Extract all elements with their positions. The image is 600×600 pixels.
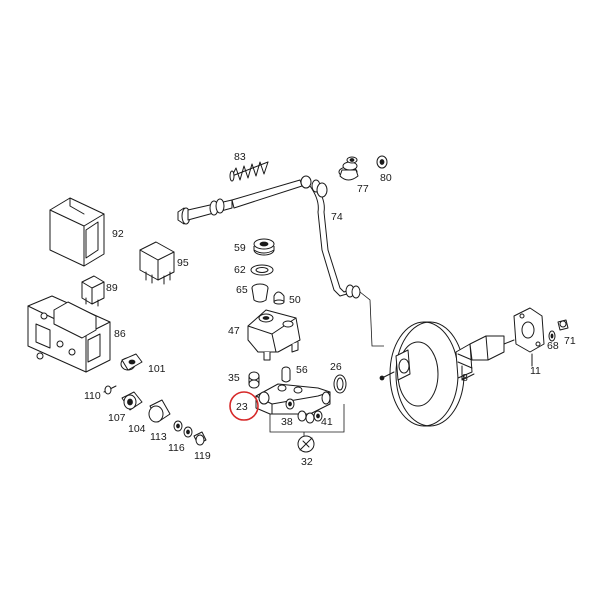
label-23[interactable]: 23 (236, 401, 248, 413)
label-110[interactable]: 110 (84, 390, 101, 402)
label-11[interactable]: 11 (530, 365, 541, 377)
relay-89[interactable] (81, 275, 105, 307)
label-89[interactable]: 89 (106, 282, 118, 294)
o-ring-26[interactable] (333, 374, 347, 394)
label-26[interactable]: 26 (330, 361, 342, 373)
label-68[interactable]: 68 (547, 340, 559, 352)
sleeve-104[interactable] (148, 399, 171, 423)
label-50[interactable]: 50 (289, 294, 301, 306)
label-65[interactable]: 65 (236, 284, 248, 296)
label-38[interactable]: 38 (281, 416, 293, 428)
relay-95[interactable] (139, 241, 175, 285)
strainer-65[interactable] (251, 283, 269, 303)
label-80[interactable]: 80 (380, 172, 392, 184)
label-71[interactable]: 71 (564, 335, 576, 347)
washer-68[interactable] (548, 330, 556, 342)
label-47[interactable]: 47 (228, 325, 240, 337)
seal-62[interactable] (250, 264, 274, 276)
valve-101[interactable] (120, 353, 143, 371)
grommet-35[interactable] (248, 371, 260, 389)
label-62[interactable]: 62 (234, 264, 246, 276)
cover-92[interactable] (49, 197, 105, 267)
reservoir-47[interactable] (247, 309, 301, 361)
label-104[interactable]: 104 (128, 423, 146, 435)
bush-107[interactable] (121, 391, 143, 411)
label-8[interactable]: 8 (462, 372, 468, 384)
brake-booster-8[interactable] (379, 321, 515, 427)
label-74[interactable]: 74 (331, 211, 343, 223)
label-59[interactable]: 59 (234, 242, 246, 254)
label-107[interactable]: 107 (108, 412, 126, 424)
cap-59[interactable] (253, 238, 275, 256)
grommet-56[interactable] (281, 366, 291, 383)
cap-119[interactable] (193, 431, 207, 446)
washer-113[interactable] (173, 420, 183, 432)
bellows-77[interactable] (338, 156, 359, 181)
label-77[interactable]: 77 (357, 183, 369, 195)
control-unit-86[interactable] (27, 295, 111, 373)
seal-38-41 (297, 410, 323, 424)
vacuum-pipe-74[interactable] (309, 179, 361, 299)
spring-83[interactable] (229, 161, 269, 182)
gasket-11[interactable] (513, 307, 545, 367)
nut-116[interactable] (183, 426, 193, 438)
label-119[interactable]: 119 (194, 450, 211, 462)
label-113[interactable]: 113 (150, 431, 167, 443)
label-116[interactable]: 116 (168, 442, 185, 454)
highlight-ring-23 (229, 391, 259, 421)
label-83[interactable]: 83 (234, 151, 246, 163)
label-35[interactable]: 35 (228, 372, 240, 384)
label-101[interactable]: 101 (148, 363, 166, 375)
plug-50[interactable] (273, 291, 285, 305)
master-cylinder-23[interactable] (255, 383, 331, 415)
label-56[interactable]: 56 (296, 364, 308, 376)
leader-74 (359, 291, 384, 347)
brake-pushrod (177, 175, 312, 225)
label-95[interactable]: 95 (177, 257, 189, 269)
label-32[interactable]: 32 (301, 456, 313, 468)
bolt-110[interactable] (103, 385, 117, 395)
wrench-32-icon[interactable] (297, 435, 315, 453)
label-92[interactable]: 92 (112, 228, 124, 240)
cap-80[interactable] (376, 155, 388, 169)
nut-71[interactable] (557, 319, 569, 331)
label-86[interactable]: 86 (114, 328, 126, 340)
label-41[interactable]: 41 (321, 416, 333, 428)
